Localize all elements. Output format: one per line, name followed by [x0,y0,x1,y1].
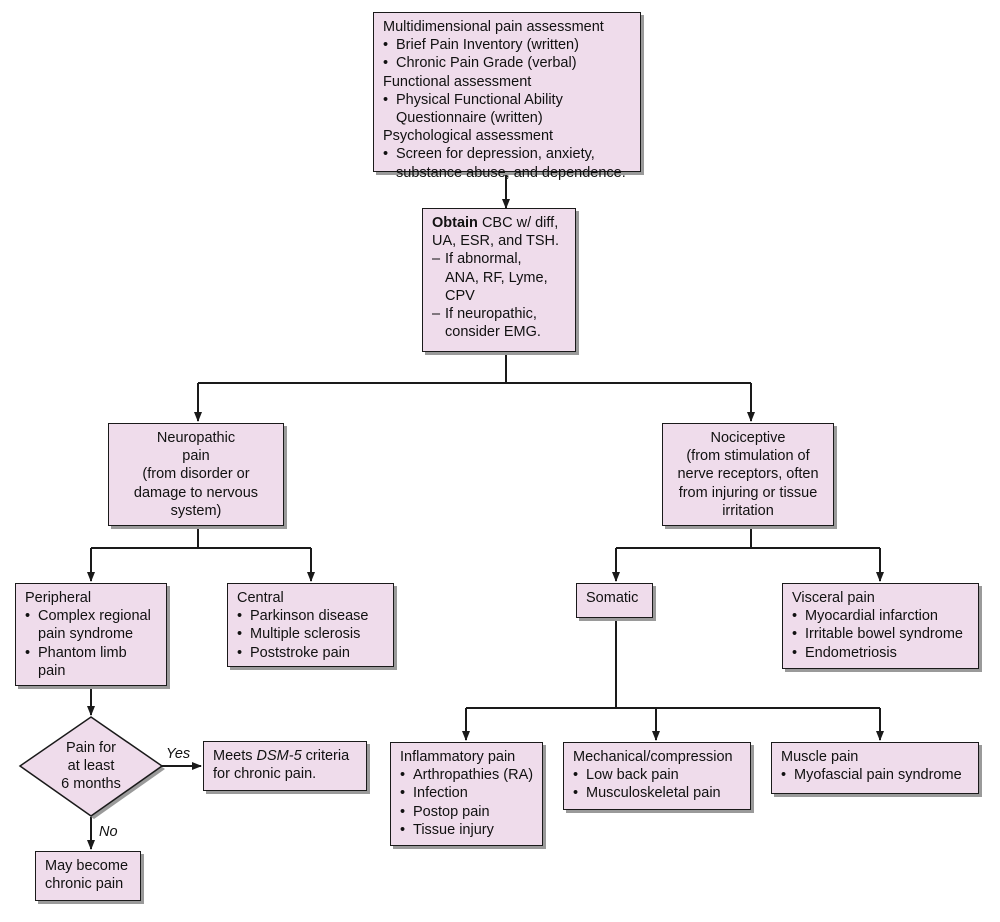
central-item: Poststroke pain [237,644,384,662]
decision-line: at least [67,758,115,775]
nociceptive-line: irritation [722,502,774,519]
peripheral-item-1-cont: pain syndrome [38,626,134,643]
may-become-line: May become [45,858,129,874]
no-label: No [99,824,118,840]
inflammatory-item: Infection [400,784,533,802]
decision-diamond [18,716,164,817]
labs-obtain: Obtain [432,215,478,231]
meets-line-2: for chronic pain. [213,766,317,783]
labs-abnormal-2: ANA, RF, Lyme, [445,269,548,286]
assessment-item-physical-2: Questionnaire (written) [396,110,543,127]
peripheral-item-2: Phantom limb [25,644,157,662]
neuropathic-box: Neuropathic pain (from disorder or damag… [108,423,284,526]
labs-neuro-2: consider EMG. [445,324,541,341]
meets-line-1: Meets DSM-5 criteria [213,747,357,765]
mechanical-item: Low back pain [573,766,741,784]
central-title: Central [237,590,284,606]
nociceptive-line: nerve receptors, often [677,466,819,483]
assessment-item-brief-pain: Brief Pain Inventory (written) [383,36,631,54]
central-box: Central Parkinson disease Multiple scler… [227,583,394,667]
assessment-box: Multidimensional pain assessment Brief P… [373,12,641,181]
may-become-box: May become chronic pain [35,851,141,901]
central-item: Parkinson disease [237,607,384,625]
visceral-item: Irritable bowel syndrome [792,625,969,643]
meets-dsm: DSM-5 [256,748,302,764]
visceral-item: Endometriosis [792,644,969,662]
decision-text: Pain for at least 6 months [41,739,141,794]
meets-criteria-box: Meets DSM-5 criteria for chronic pain. [203,741,367,791]
nociceptive-line: Nociceptive [710,430,786,446]
labs-abnormal-1: If abnormal, [432,250,566,268]
assessment-item-physical-1: Physical Functional Ability [383,91,631,109]
muscle-box: Muscle pain Myofascial pain syndrome [771,742,979,794]
labs-abnormal-3: CPV [445,287,475,304]
labs-box: Obtain CBC w/ diff, UA, ESR, and TSH. If… [422,208,576,352]
assessment-heading-2: Functional assessment [383,73,532,90]
somatic-title: Somatic [586,590,639,606]
inflammatory-item: Arthropathies (RA) [400,766,533,784]
assessment-heading-1: Multidimensional pain assessment [383,19,604,35]
decision-line: Pain for [66,740,116,756]
neuropathic-line: Neuropathic [156,430,236,446]
assessment-heading-3: Psychological assessment [383,128,554,145]
inflammatory-title: Inflammatory pain [400,749,516,765]
labs-neuro-1: If neuropathic, [432,305,566,323]
labs-line-1-rest: CBC w/ diff, [477,215,559,231]
somatic-box: Somatic [576,583,653,618]
inflammatory-box: Inflammatory pain Arthropathies (RA) Inf… [390,742,543,846]
nociceptive-line: from injuring or tissue [678,484,818,501]
nociceptive-box: Nociceptive (from stimulation of nerve r… [662,423,834,526]
visceral-box: Visceral pain Myocardial infarction Irri… [782,583,979,669]
meets-post: criteria [301,748,350,764]
neuropathic-line: (from disorder or [142,466,250,483]
mechanical-box: Mechanical/compression Low back pain Mus… [563,742,751,810]
nociceptive-line: (from stimulation of [686,448,810,465]
neuropathic-line: damage to nervous [133,484,259,501]
meets-pre: Meets [213,748,257,764]
assessment-item-screen-2: substance abuse, and dependence. [396,164,626,181]
central-item: Multiple sclerosis [237,625,384,643]
assessment-item-chronic-pain-grade: Chronic Pain Grade (verbal) [383,54,631,72]
peripheral-item-1: Complex regional [25,607,157,625]
mechanical-item: Musculoskeletal pain [573,784,741,802]
neuropathic-line: pain [182,448,210,465]
labs-line-2: UA, ESR, and TSH. [432,233,560,250]
yes-label: Yes [166,746,191,762]
neuropathic-line: system) [170,502,222,519]
muscle-title: Muscle pain [781,749,859,765]
inflammatory-item: Postop pain [400,803,533,821]
visceral-title: Visceral pain [792,590,875,606]
muscle-item: Myofascial pain syndrome [781,766,969,784]
inflammatory-item: Tissue injury [400,821,533,839]
mechanical-title: Mechanical/compression [573,749,733,765]
peripheral-item-2-cont: pain [38,662,66,679]
visceral-item: Myocardial infarction [792,607,969,625]
may-become-line: chronic pain [45,876,124,893]
decision-line: 6 months [61,776,121,793]
peripheral-title: Peripheral [25,590,92,606]
labs-line-1: Obtain CBC w/ diff, [432,214,566,232]
peripheral-box: Peripheral Complex regional pain syndrom… [15,583,167,686]
assessment-item-screen-1: Screen for depression, anxiety, [383,145,631,163]
